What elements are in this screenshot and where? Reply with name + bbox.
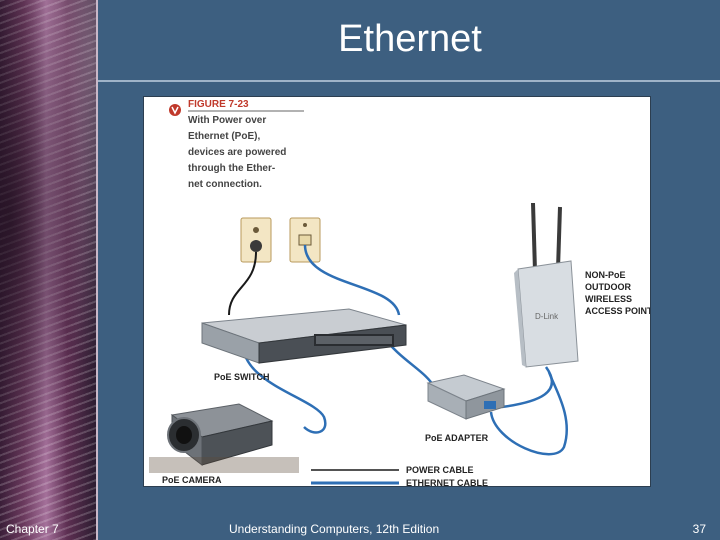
- legend-power-cable-label: POWER CABLE: [406, 465, 474, 475]
- legend-ethernet-cable-label: ETHERNET CABLE: [406, 478, 488, 487]
- access-point-label-line-2: OUTDOOR: [585, 282, 631, 292]
- title-divider: [98, 80, 720, 82]
- footer-book-title: Understanding Computers, 12th Edition: [229, 522, 439, 536]
- decorative-side-panel: [0, 0, 98, 540]
- poe-adapter-icon: [428, 375, 504, 419]
- access-point-label-line-4: ACCESS POINT: [585, 306, 651, 316]
- poe-switch-label: PoE SWITCH: [214, 372, 270, 382]
- footer-page-number: 37: [693, 522, 706, 536]
- footer-chapter: Chapter 7: [6, 522, 59, 536]
- slide-title: Ethernet: [100, 18, 720, 61]
- poe-switch-icon: [202, 309, 406, 363]
- ethernet-cable-adapter-loop: [491, 372, 567, 454]
- poe-adapter-label: PoE ADAPTER: [425, 433, 489, 443]
- caption-line-3: devices are powered: [188, 147, 286, 158]
- caption-line-5: net connection.: [188, 179, 262, 190]
- cable-legend: POWER CABLE ETHERNET CABLE: [311, 465, 488, 487]
- poe-camera-icon: [149, 404, 299, 473]
- access-point-label-line-3: WIRELESS: [585, 294, 632, 304]
- ethernet-cable-adapter-to-access-point: [502, 367, 552, 407]
- figure-tag-icon: [169, 104, 181, 116]
- access-point-brand-mark: D-Link: [535, 312, 559, 321]
- access-point-icon: D-Link: [514, 203, 578, 367]
- figure-number: FIGURE 7-23: [188, 99, 249, 110]
- caption-line-4: through the Ether-: [188, 163, 275, 174]
- poe-camera-label: PoE CAMERA: [162, 475, 222, 485]
- poe-figure: FIGURE 7-23 With Power over Ethernet (Po…: [143, 96, 651, 487]
- ethernet-wall-jack-icon: [290, 218, 320, 262]
- caption-line-2: Ethernet (PoE),: [188, 131, 260, 142]
- poe-diagram: FIGURE 7-23 With Power over Ethernet (Po…: [144, 97, 651, 487]
- caption-line-1: With Power over: [188, 115, 266, 126]
- access-point-label-line-1: NON-PoE: [585, 270, 626, 280]
